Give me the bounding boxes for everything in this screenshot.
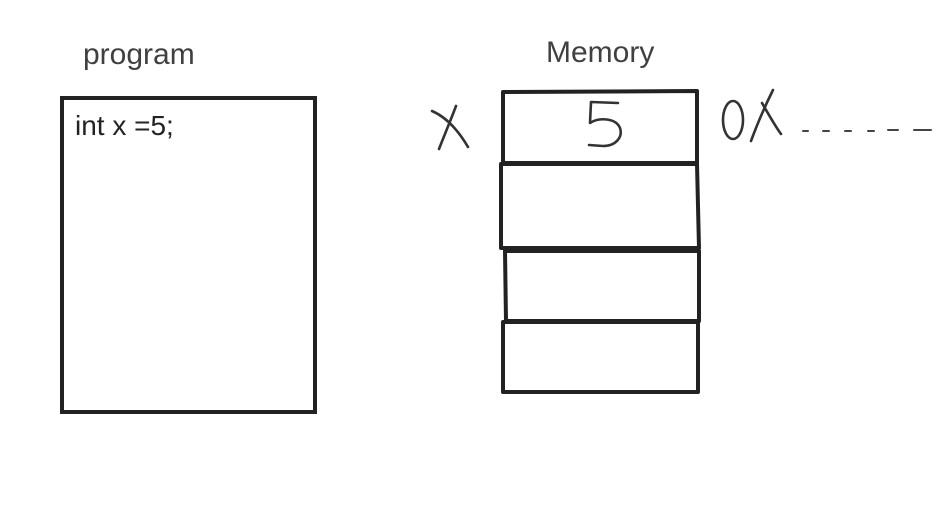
memory-cell-2 — [503, 249, 701, 323]
address-dashes — [802, 129, 932, 132]
memory-title: Memory — [546, 36, 655, 69]
program-code-line: int x =5; — [75, 110, 174, 141]
program-title: program — [83, 38, 195, 71]
memory-cell-0-value-5 — [587, 100, 622, 148]
address-0x-label — [721, 88, 783, 143]
memory-cell-3 — [501, 320, 700, 394]
variable-x-label — [430, 104, 470, 151]
memory-cell-1 — [499, 162, 701, 250]
program-box — [60, 96, 317, 414]
memory-stack — [499, 89, 701, 394]
